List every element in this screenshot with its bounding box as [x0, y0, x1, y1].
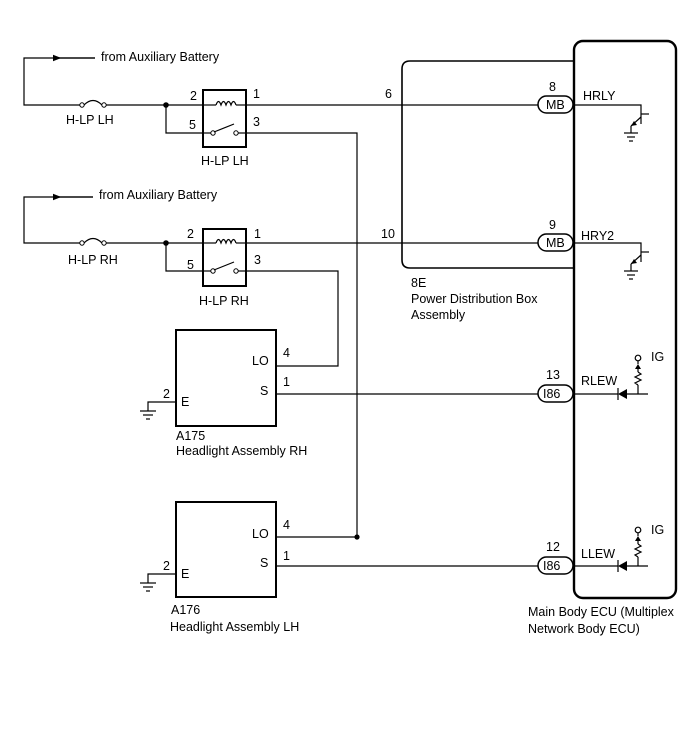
headlight-rh-name: Headlight Assembly RH: [176, 444, 307, 458]
pdb-name-line2: Assembly: [411, 308, 466, 322]
ecu-terminal-llew: I86 12 LLEW: [537, 540, 615, 575]
pdb-pin-10: 10: [381, 227, 395, 241]
relay-rh-switch-icon: [213, 261, 235, 271]
connector-code: I86: [543, 387, 560, 401]
headlight-rh-box: [175, 329, 277, 427]
led-llew-icon: IG: [574, 523, 664, 572]
headlight-rh-pin-2: 2: [163, 387, 170, 401]
headlight-rh-code: A175: [176, 429, 205, 443]
fuse-lh-icon: [83, 99, 103, 106]
relay-rh-label: H-LP RH: [199, 294, 249, 308]
headlight-lh-lo-label: LO: [252, 527, 269, 541]
headlight-rh-e-label: E: [181, 395, 189, 409]
headlight-lh-pin-2: 2: [163, 559, 170, 573]
headlight-rh-pin-4: 4: [283, 346, 290, 360]
relay-lh-pin-1: 1: [253, 87, 260, 101]
relay-lh-pin-5: 5: [189, 118, 196, 132]
connector-code: I86: [543, 559, 560, 573]
relay-lh-box: [202, 89, 247, 148]
relay-lh-coil-icon: [215, 100, 237, 107]
fuse-rh-label: H-LP RH: [68, 253, 118, 267]
connector-pill: [537, 233, 574, 252]
headlight-lh-pin-1: 1: [283, 549, 290, 563]
terminal-pin: 13: [546, 368, 560, 382]
ground-icon: [140, 582, 156, 592]
pdb-pin-6: 6: [385, 87, 392, 101]
signal-label: HRY2: [581, 229, 614, 243]
relay-lh: 2 5 1 3 H-LP LH: [189, 87, 260, 168]
main-body-ecu-box: [572, 39, 678, 600]
wire-lo-rh: [246, 270, 339, 367]
signal-label: RLEW: [581, 374, 617, 388]
relay-lh-pin-2: 2: [190, 89, 197, 103]
lh-source-label: from Auxiliary Battery: [101, 50, 220, 64]
ecu-name-line2: Network Body ECU): [528, 622, 640, 636]
headlight-rh-pin-1: 1: [283, 375, 290, 389]
wire-lo-lh: [246, 132, 358, 538]
ecu-terminal-hrly: MB 8 HRLY: [537, 80, 616, 114]
relay-rh-box: [202, 228, 247, 287]
connector-pill: [537, 384, 574, 403]
connector-pill: [537, 556, 574, 575]
relay-rh-pin-5: 5: [187, 258, 194, 272]
transistor-hrly-icon: [574, 104, 649, 142]
connector-code: MB: [546, 98, 565, 112]
headlight-lh: LO S E 4 1 2 A176 Headlight Assembly LH: [140, 501, 299, 634]
ig-label: IG: [651, 350, 664, 364]
terminal-pin: 8: [549, 80, 556, 94]
headlight-lh-pin-4: 4: [283, 518, 290, 532]
relay-rh-pin-2: 2: [187, 227, 194, 241]
ground-icon: [140, 410, 156, 420]
signal-label: HRLY: [583, 89, 616, 103]
relay-lh-pin-3: 3: [253, 115, 260, 129]
fuse-lh-label: H-LP LH: [66, 113, 114, 127]
headlight-lh-name: Headlight Assembly LH: [170, 620, 299, 634]
rh-supply-circuit: from Auxiliary Battery H-LP RH: [23, 188, 218, 272]
headlight-lh-code: A176: [171, 603, 200, 617]
ecu-terminal-rlew: I86 13 RLEW: [537, 368, 617, 403]
junction-dot: [354, 534, 360, 540]
rh-source-label: from Auxiliary Battery: [99, 188, 218, 202]
power-distribution-box: [401, 60, 574, 269]
lh-supply-circuit: from Auxiliary Battery H-LP LH: [23, 50, 220, 134]
transistor-hry2-icon: [574, 242, 649, 280]
fuse-rh-icon: [83, 237, 103, 244]
relay-rh-pin-1: 1: [254, 227, 261, 241]
headlight-lh-e-label: E: [181, 567, 189, 581]
headlight-lh-s-label: S: [260, 556, 268, 570]
pdb-name-line1: Power Distribution Box: [411, 292, 538, 306]
signal-label: LLEW: [581, 547, 615, 561]
headlight-rh-lo-label: LO: [252, 354, 269, 368]
ig-label: IG: [651, 523, 664, 537]
relay-rh-pin-3: 3: [254, 253, 261, 267]
ecu-terminal-hry2: MB 9 HRY2: [537, 218, 614, 252]
headlight-rh-s-label: S: [260, 384, 268, 398]
headlight-lh-box: [175, 501, 277, 598]
terminal-pin: 9: [549, 218, 556, 232]
headlight-rh: LO S E 4 1 2 A175 Headlight Assembly RH: [140, 329, 307, 458]
relay-rh: 2 5 1 3 H-LP RH: [187, 227, 261, 308]
pdb-connector-code: 8E: [411, 276, 426, 290]
relay-rh-coil-icon: [215, 238, 237, 245]
connector-code: MB: [546, 236, 565, 250]
relay-lh-switch-icon: [213, 123, 235, 133]
relay-lh-label: H-LP LH: [201, 154, 249, 168]
terminal-pin: 12: [546, 540, 560, 554]
led-rlew-icon: IG: [574, 350, 664, 400]
ecu-name-line1: Main Body ECU (Multiplex: [528, 605, 675, 619]
